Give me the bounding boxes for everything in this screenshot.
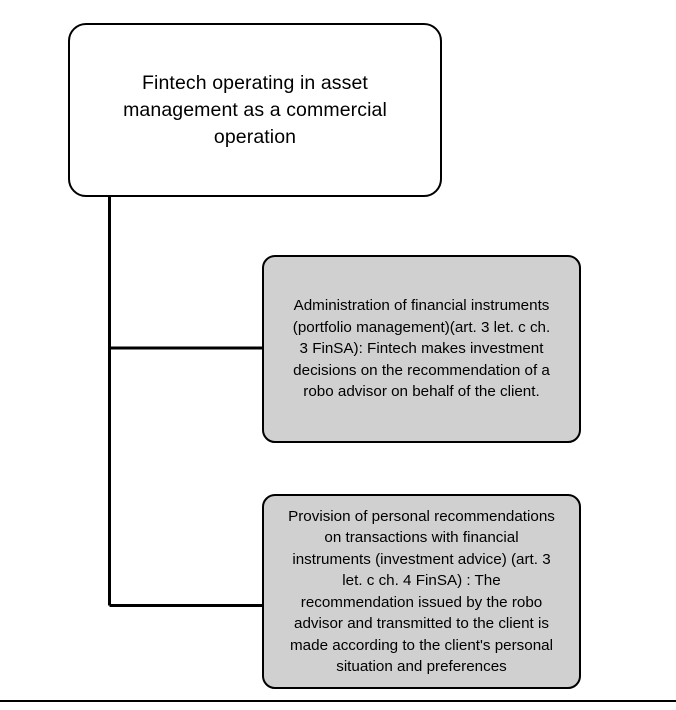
child-node-portfolio-management-label: Administration of financial instruments … xyxy=(292,297,551,401)
child-node-investment-advice: Provision of personal recommendations on… xyxy=(262,494,581,689)
root-node: Fintech operating in asset management as… xyxy=(68,23,442,197)
child-node-portfolio-management: Administration of financial instruments … xyxy=(262,255,581,443)
child-node-investment-advice-label: Provision of personal recommendations on… xyxy=(288,507,555,676)
root-node-label: Fintech operating in asset management as… xyxy=(123,71,387,148)
footer-divider xyxy=(0,700,676,702)
